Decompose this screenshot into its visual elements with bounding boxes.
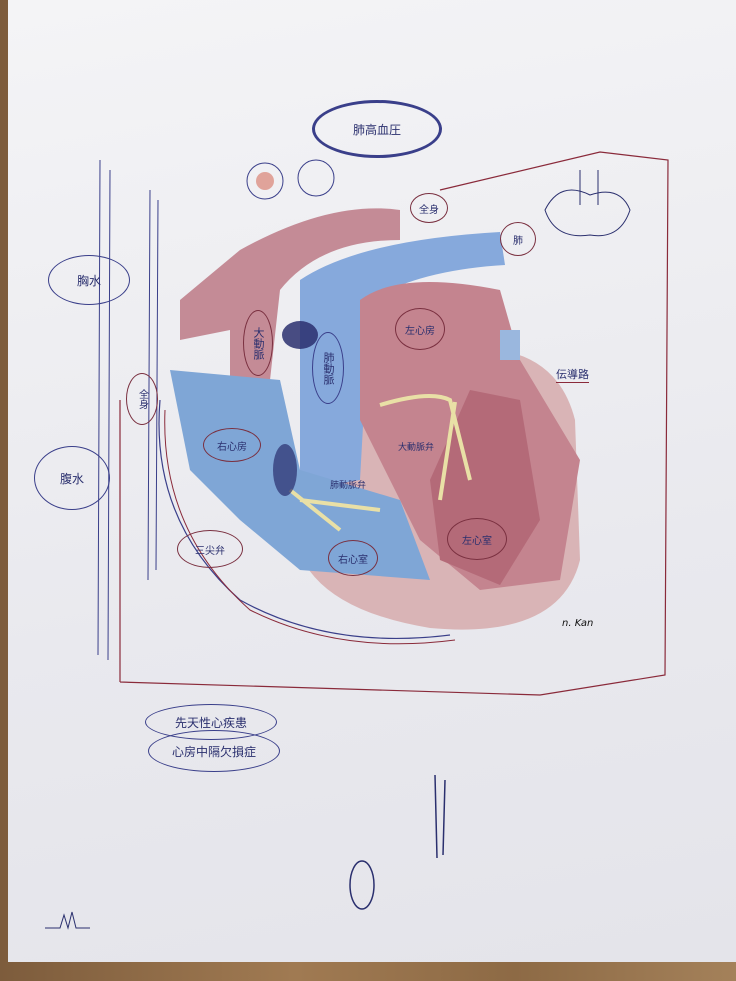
- pulmonary-artery: [300, 232, 505, 490]
- ascites-label: 腹水: [59, 471, 84, 486]
- pleural-effusion-label: 胸水: [76, 273, 101, 288]
- systemic-label: 全身: [419, 204, 439, 216]
- aorta: [180, 208, 400, 390]
- right-atrium-label: 右心房: [217, 441, 247, 453]
- note1-label: 先天性心疾患: [174, 715, 247, 730]
- conduction-path: [288, 394, 472, 532]
- lung-sketch: [544, 189, 631, 237]
- pulmonary-vein: [500, 330, 520, 360]
- doodle: [349, 860, 375, 910]
- rv-oval: 右心室: [328, 540, 378, 576]
- scribble-mark: [273, 444, 297, 496]
- tricuspid-label: 三尖弁: [195, 545, 225, 557]
- body-oval: 全身: [126, 373, 158, 425]
- ra-oval: 右心房: [203, 428, 261, 462]
- signature: n. Kan: [562, 618, 594, 629]
- aorta-label: 大動脈: [252, 326, 265, 360]
- pleural-oval: 胸水: [48, 255, 130, 305]
- title-oval: 肺高血圧: [312, 100, 442, 158]
- scribble-mark: [282, 321, 318, 349]
- right-heart: [170, 370, 430, 580]
- conduction-label: 伝導路: [556, 368, 589, 383]
- lv-oval: 左心室: [447, 518, 507, 560]
- pa-oval: 肺動脈: [312, 332, 344, 404]
- body-label: 全身: [136, 389, 148, 409]
- tricuspid-oval: 三尖弁: [177, 530, 243, 568]
- vessel-lines: [97, 159, 159, 661]
- aortic-valve-label: 大動脈弁: [398, 443, 435, 453]
- lung-label: 肺: [513, 235, 523, 247]
- aorta-oval: 大動脈: [243, 310, 273, 376]
- la-oval: 左心房: [395, 308, 445, 350]
- circulation-frame: [119, 151, 669, 696]
- title-label: 肺高血圧: [352, 122, 401, 137]
- doodle-lines: [434, 774, 446, 859]
- right-ventricle-label: 右心室: [338, 554, 368, 566]
- lung-oval: 肺: [500, 222, 536, 256]
- pulmonary-valve-label: 肺動脈弁: [330, 481, 367, 491]
- note2-label: 心房中隔欠損症: [171, 744, 256, 759]
- note2-oval: 心房中隔欠損症: [148, 730, 280, 772]
- systemic-oval: 全身: [410, 193, 448, 223]
- pulmonary-artery-label: 肺動脈: [322, 351, 335, 385]
- ecg-doodle: [45, 911, 90, 930]
- left-ventricle-label: 左心室: [462, 535, 492, 547]
- ascites-oval: 腹水: [34, 446, 110, 510]
- left-atrium-label: 左心房: [405, 325, 435, 337]
